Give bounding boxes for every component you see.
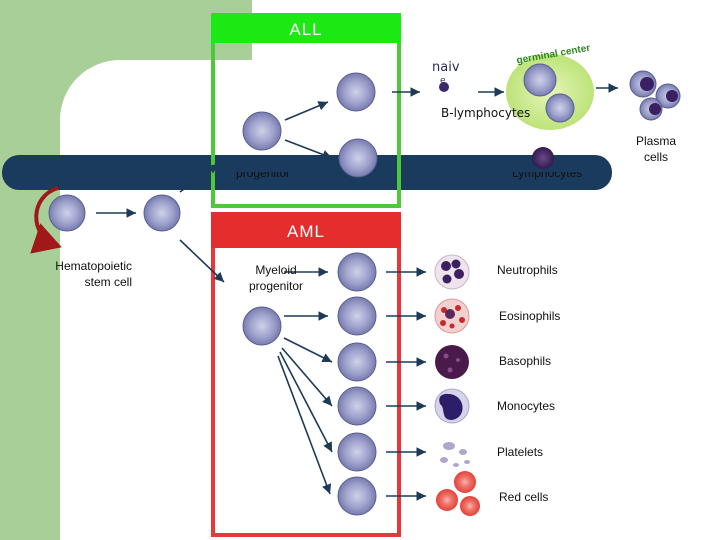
stem-cell — [48, 194, 86, 232]
t-lymphocyte-cell — [532, 147, 554, 169]
myeloid-precursor-1 — [337, 252, 377, 292]
lymphoid-progenitor-text: progenitor — [236, 172, 291, 180]
arrow-myeloid-4 — [281, 347, 333, 407]
left-decor-strip — [0, 0, 60, 540]
monocyte-icon — [434, 388, 470, 424]
neutrophils-label: Neutrophils — [497, 263, 558, 277]
naive-b-cell — [439, 82, 449, 92]
b-lineage-cell — [336, 72, 376, 112]
neutrophil-icon — [434, 254, 470, 290]
naiv-sub-label: e — [440, 76, 446, 86]
basophils-label: Basophils — [499, 354, 552, 368]
myeloid-precursor-5 — [337, 432, 377, 472]
arrow-to-t-lineage — [284, 139, 333, 160]
myeloid-precursor-4 — [337, 386, 377, 426]
monocytes-label: Monocytes — [497, 399, 556, 413]
red-cells-icon — [436, 471, 480, 516]
myeloid-precursor-3 — [337, 342, 377, 382]
early-progenitor-cell — [143, 194, 181, 232]
t-lineage-cell — [338, 138, 378, 178]
all-label: ALL — [211, 13, 401, 43]
plasma-cells-icon — [629, 70, 681, 121]
myeloid-progenitor-label: Myeloid progenitor — [248, 263, 304, 293]
arrow-myeloid-3 — [283, 337, 333, 363]
eosinophils-label: Eosinophils — [499, 309, 561, 323]
lymphocytes-text: Lymphocytes — [512, 172, 583, 180]
eosinophil-icon — [434, 298, 470, 334]
arrow-myeloid-6 — [277, 355, 332, 495]
arrow-myeloid-5 — [279, 351, 333, 453]
lymphoid-progenitor-cell — [242, 111, 282, 151]
lymphocyte-bar — [2, 155, 612, 190]
lymphoid-progenitor-label: progenitor — [236, 172, 290, 184]
red-cells-label: Red cells — [499, 490, 549, 504]
arrow-to-b-lineage — [284, 101, 329, 121]
basophil-icon — [435, 345, 469, 379]
germinal-cell-1 — [523, 63, 557, 97]
arrow-to-myeloid — [179, 239, 225, 283]
hsc-label: Hematopoietic stem cell — [55, 259, 132, 289]
b-lymphocytes-label: B-lymphocytes — [441, 106, 531, 120]
naiv-label: naiv — [432, 60, 460, 75]
platelets-icon — [440, 442, 470, 467]
top-decor-strip — [0, 0, 252, 60]
myeloid-progenitor-cell — [242, 306, 282, 346]
germinal-cell-2 — [545, 93, 575, 123]
myeloid-precursor-2 — [337, 296, 377, 336]
plasma-cells-label: Plasma cells — [635, 134, 676, 164]
lymphocytes-label: Lymphocytes — [512, 172, 582, 184]
platelets-label: Platelets — [497, 445, 544, 459]
arrow-to-lymphoid — [179, 163, 219, 193]
self-renewal-arrow — [30, 186, 62, 254]
aml-label: AML — [211, 212, 401, 248]
myeloid-precursor-6 — [337, 476, 377, 516]
